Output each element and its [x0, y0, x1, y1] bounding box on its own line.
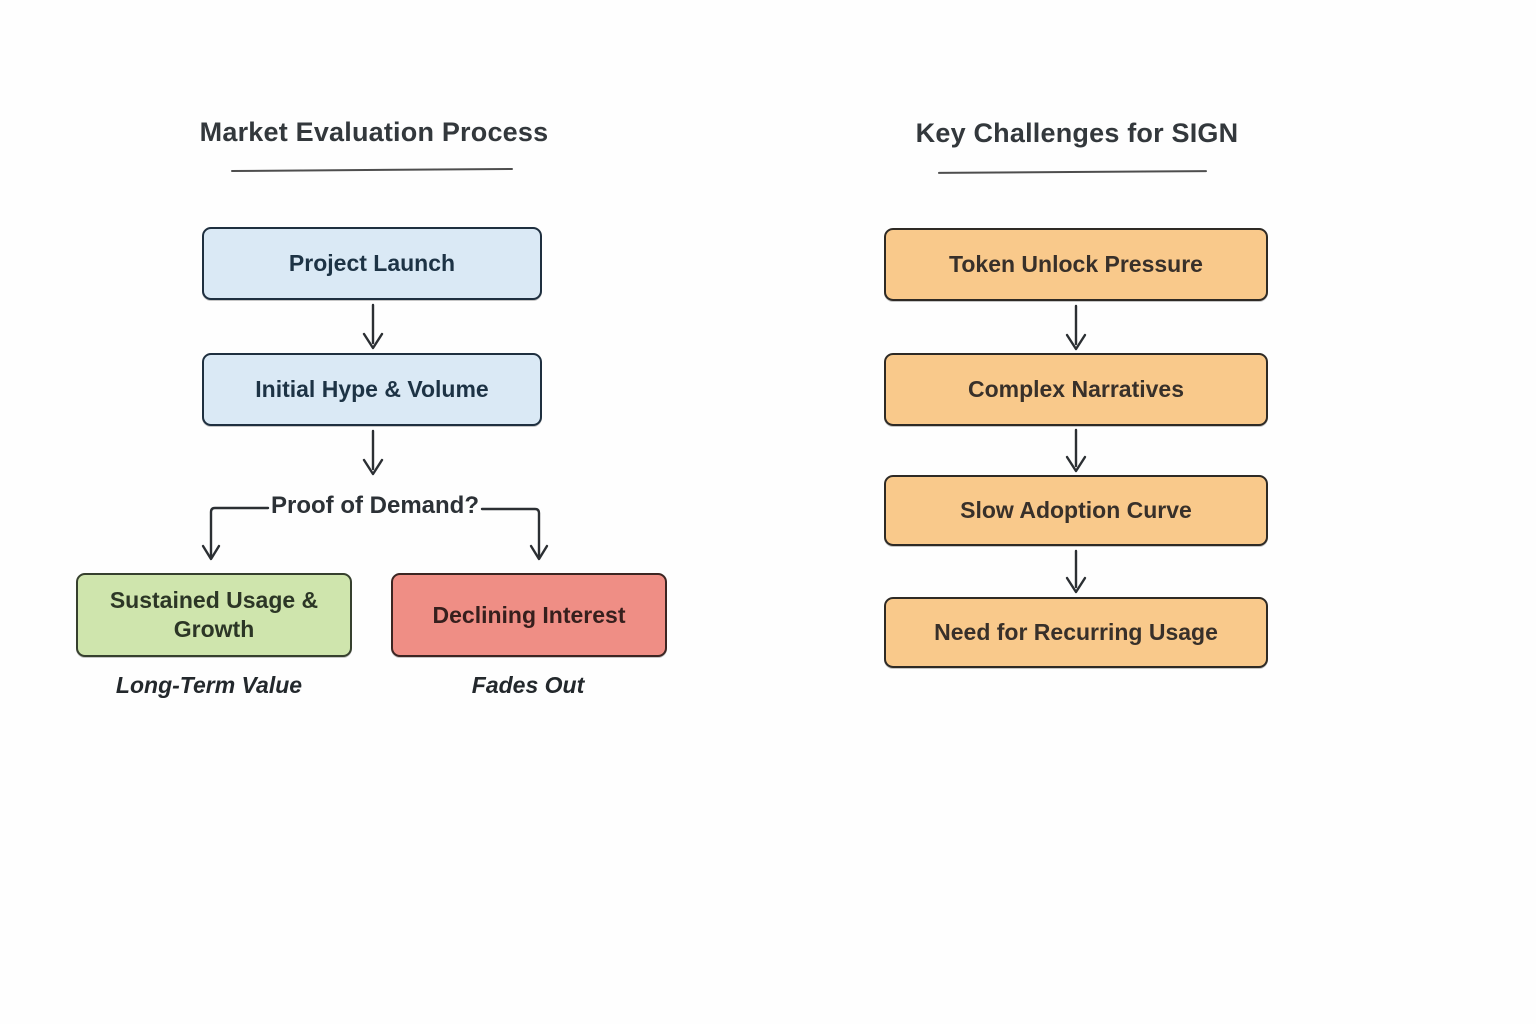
node-label: Initial Hype & Volume	[255, 376, 489, 403]
node-project-launch: Project Launch	[202, 227, 542, 300]
left-title-underline	[230, 168, 514, 172]
arrow-down-icon	[1065, 428, 1087, 473]
node-label: Sustained Usage & Growth	[109, 587, 319, 642]
node-label: Project Launch	[288, 250, 456, 277]
arrow-down-icon	[1065, 304, 1087, 351]
arrow-down-icon	[362, 303, 384, 350]
node-declining-interest: Declining Interest	[391, 573, 667, 657]
node-label: Need for Recurring Usage	[934, 619, 1218, 646]
node-initial-hype-volume: Initial Hype & Volume	[202, 353, 542, 426]
node-label: Declining Interest	[432, 601, 626, 628]
right-title-underline	[937, 170, 1208, 174]
node-label: Token Unlock Pressure	[949, 251, 1203, 278]
node-slow-adoption-curve: Slow Adoption Curve	[884, 475, 1268, 546]
right-chart-title: Key Challenges for SIGN	[915, 118, 1239, 148]
left-chart-title: Market Evaluation Process	[199, 117, 549, 147]
caption-long-term-value: Long-Term Value	[115, 672, 303, 698]
decision-label-proof-of-demand: Proof of Demand?	[271, 492, 479, 519]
arrow-down-icon	[362, 429, 384, 476]
node-label: Slow Adoption Curve	[960, 497, 1192, 524]
caption-fades-out: Fades Out	[471, 672, 585, 698]
node-need-for-recurring-usage: Need for Recurring Usage	[884, 597, 1268, 668]
node-token-unlock-pressure: Token Unlock Pressure	[884, 228, 1268, 301]
node-sustained-usage-growth: Sustained Usage & Growth	[76, 573, 352, 657]
node-label: Complex Narratives	[967, 376, 1185, 403]
arrow-down-icon	[1065, 549, 1087, 594]
node-complex-narratives: Complex Narratives	[884, 353, 1268, 426]
decision-branch-connector	[201, 506, 549, 561]
